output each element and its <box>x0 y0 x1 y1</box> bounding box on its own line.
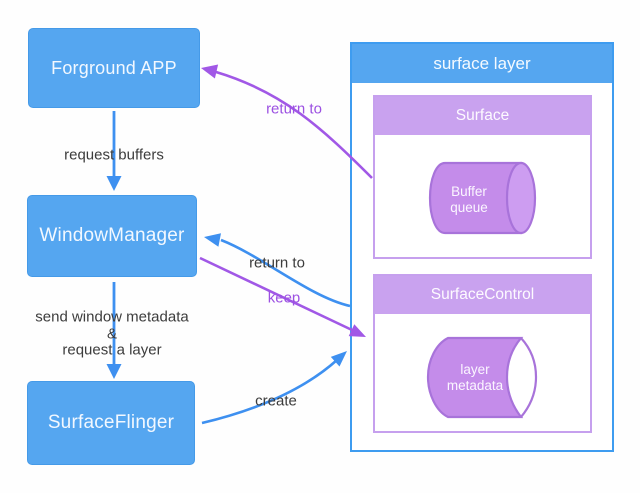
node-surface-flinger-label: SurfaceFlinger <box>47 412 175 433</box>
node-surface-header: Surface <box>375 97 590 135</box>
node-surface-flinger: SurfaceFlinger <box>27 381 195 465</box>
node-surface-control: SurfaceControl <box>373 274 592 433</box>
edge-label-send-window-metadata-line3: request a layer <box>62 341 162 359</box>
node-surface-control-header: SurfaceControl <box>375 276 590 314</box>
buffer-queue-label-line2: queue <box>450 200 488 215</box>
node-window-manager-label: WindowManager <box>39 225 185 246</box>
layer-metadata-label-line2: metadata <box>446 378 504 393</box>
node-surface-label: Surface <box>455 107 510 124</box>
edge-label-return-to-wm: return to <box>249 254 305 272</box>
arrow-return-to-app <box>201 64 373 179</box>
edge-label-send-window-metadata-line1: send window metadata <box>35 308 189 326</box>
node-surface-control-label: SurfaceControl <box>430 286 535 303</box>
edge-label-create: create <box>255 392 297 410</box>
edge-label-send-window-metadata-line2: & <box>106 324 117 342</box>
arrow-create <box>201 351 347 425</box>
layer-metadata-label: layer metadata <box>447 362 503 394</box>
edge-label-send-window-metadata: send window metadata & request a layer <box>35 309 188 359</box>
surface-layer-title: surface layer <box>433 53 531 73</box>
buffer-queue-label-line1: Buffer <box>451 184 487 199</box>
group-surface-layer-header: surface layer <box>352 44 612 83</box>
edge-label-request-buffers: request buffers <box>64 146 164 164</box>
buffer-queue-label: Buffer queue <box>450 184 488 216</box>
node-foreground-app: Forground APP <box>28 28 200 108</box>
node-surface: Surface <box>373 95 592 259</box>
node-window-manager: WindowManager <box>27 195 197 277</box>
edge-label-keep: keep <box>267 289 301 307</box>
node-foreground-app-label: Forground APP <box>51 57 177 78</box>
layer-metadata-label-line1: layer <box>460 362 490 377</box>
edge-label-return-to-app: return to <box>266 100 322 118</box>
